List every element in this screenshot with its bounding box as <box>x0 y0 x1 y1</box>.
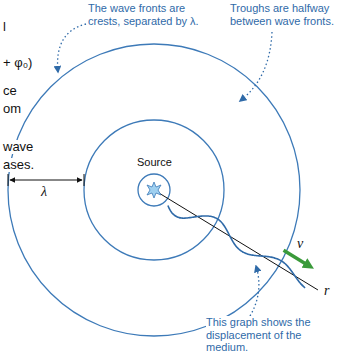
leader-line <box>250 266 259 316</box>
cropped-text: ce <box>2 84 18 98</box>
callout-note: The wave fronts are crests, separated by… <box>88 2 220 27</box>
label-slot: r <box>323 283 330 299</box>
label-slot: om <box>2 102 22 116</box>
outer-wave-front <box>8 44 300 336</box>
label-slot: Source <box>136 156 173 168</box>
label-slot: λ <box>40 184 48 200</box>
radius-symbol: r <box>323 283 330 299</box>
leader-line <box>58 24 86 72</box>
cropped-text: l <box>2 20 7 34</box>
wave-layer <box>154 190 318 290</box>
velocity-arrow <box>284 250 310 266</box>
label-slot: This graph shows the displacement of the… <box>206 316 324 354</box>
label-slot: l <box>2 20 7 34</box>
velocity-symbol: v <box>296 236 304 252</box>
wavelength-dimension <box>10 180 82 181</box>
displacement-graph <box>168 206 305 288</box>
radial-axis <box>154 190 318 290</box>
label-slot: ases. <box>2 158 35 172</box>
label-slot: The wave fronts are crests, separated by… <box>88 2 220 27</box>
source-symbol <box>147 182 161 198</box>
callout-note: This graph shows the displacement of the… <box>206 316 324 354</box>
cropped-text: om <box>2 102 22 116</box>
label-slot: Troughs are halfway between wave fronts. <box>230 2 348 27</box>
dimension-tick <box>8 174 9 186</box>
wavelength-symbol: λ <box>40 184 48 200</box>
leader-line <box>240 32 272 101</box>
label-slot: v <box>296 236 304 252</box>
label-slot: + φ₀) <box>2 56 33 70</box>
cropped-text: wave <box>2 140 34 154</box>
cropped-text: ases. <box>2 158 35 172</box>
callout-note: Troughs are halfway between wave fronts. <box>230 2 348 27</box>
cropped-text: + φ₀) <box>2 56 33 70</box>
dimension-tick <box>84 174 85 186</box>
middle-wave-front <box>84 120 224 260</box>
source-label: Source <box>136 156 173 168</box>
inner-wave-front <box>138 174 170 206</box>
label-slot: wave <box>2 140 34 154</box>
label-slot: ce <box>2 84 18 98</box>
